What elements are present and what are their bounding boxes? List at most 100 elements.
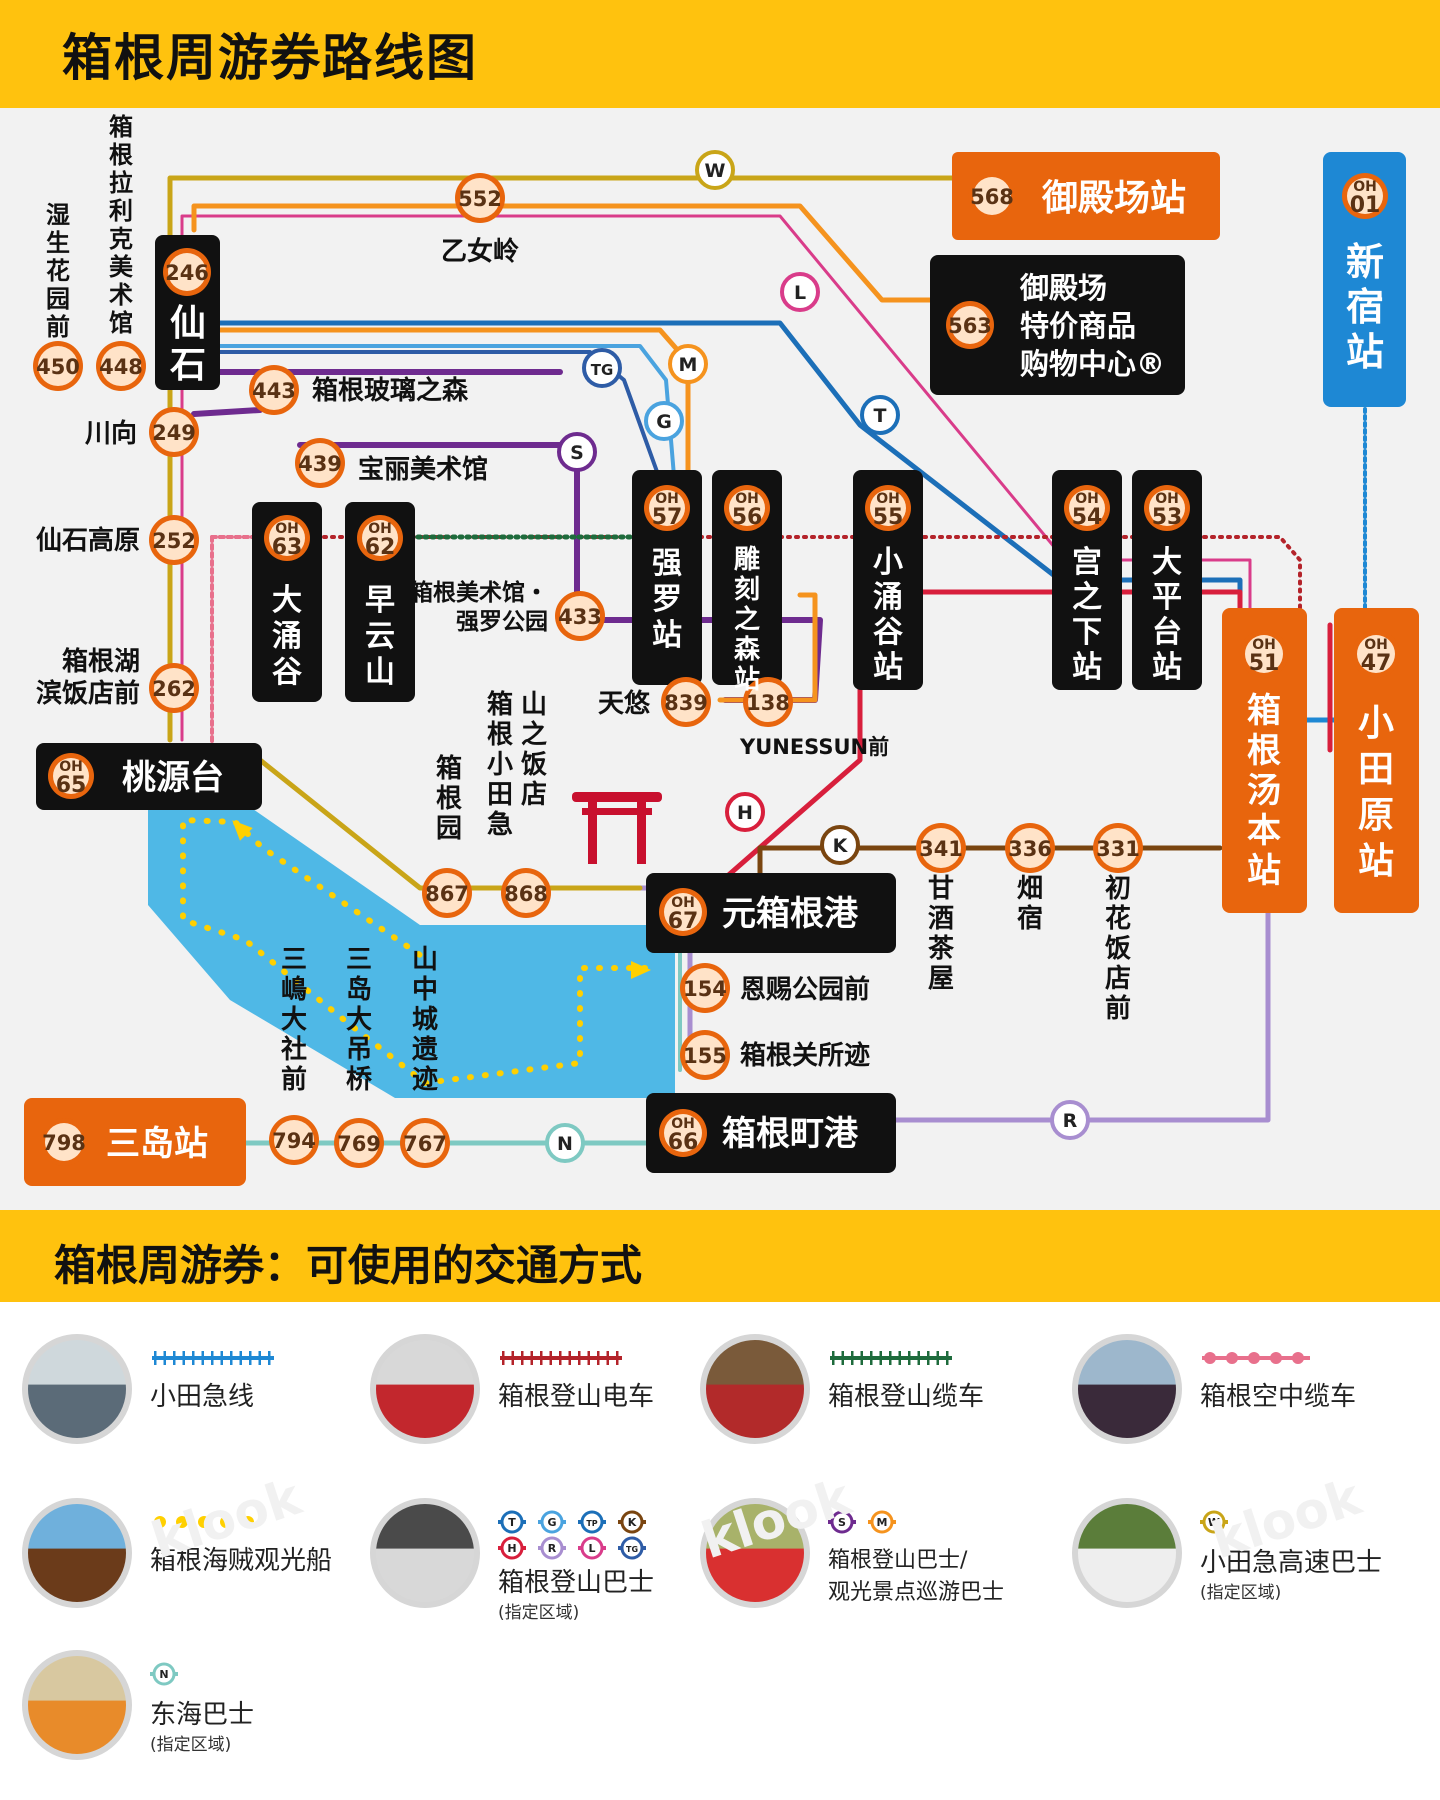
station-box-odawara[interactable]: [1334, 608, 1419, 913]
station-name-hakonemachi: 箱根町港: [722, 1114, 859, 1154]
svg-text:之: 之: [521, 719, 547, 750]
station-box-gotemba[interactable]: [952, 152, 1220, 240]
station-box-togendai[interactable]: [36, 743, 262, 810]
svg-text:大: 大: [346, 1005, 372, 1035]
stop-badge-249[interactable]: 249: [149, 407, 199, 457]
stop-badge-769[interactable]: 769: [334, 1118, 384, 1168]
station-box-motohakone[interactable]: [646, 873, 896, 953]
legend-note: (指定区域): [150, 1735, 232, 1755]
route-marker-r[interactable]: R: [1050, 1100, 1090, 1140]
route-marker-tg[interactable]: TG: [582, 348, 622, 388]
svg-text:急: 急: [487, 810, 513, 840]
stop-badge-839[interactable]: 839: [661, 677, 711, 727]
stop-badge-568[interactable]: 568: [968, 172, 1016, 220]
stop-code: 246: [165, 261, 209, 285]
stop-badge-563[interactable]: 563: [946, 301, 994, 349]
route-marker-l[interactable]: L: [780, 272, 820, 312]
route-marker-h[interactable]: H: [725, 792, 765, 832]
svg-text:K: K: [833, 835, 849, 857]
station-box-mishima[interactable]: [24, 1098, 246, 1186]
svg-text:K: K: [628, 1516, 637, 1529]
station-box-hakonemachi[interactable]: [646, 1093, 896, 1173]
svg-text:箱根美术馆・: 箱根美术馆・: [410, 579, 548, 606]
svg-text:台: 台: [1152, 615, 1182, 650]
svg-text:社: 社: [281, 1034, 307, 1065]
stop-badge-552[interactable]: 552: [455, 173, 505, 223]
stop-badge-336[interactable]: 336: [1005, 823, 1055, 873]
svg-text:强罗公园: 强罗公园: [456, 609, 548, 635]
stop-badge-798[interactable]: 798: [40, 1118, 88, 1166]
route-line-s-b: [191, 407, 263, 417]
svg-text:宝丽美术馆: 宝丽美术馆: [358, 454, 488, 485]
svg-text:恩赐公园前: 恩赐公园前: [740, 974, 870, 1005]
stop-badge-450[interactable]: 450: [33, 341, 83, 391]
stop-badge-154[interactable]: 154: [680, 963, 730, 1013]
station-box-yumoto[interactable]: [1222, 608, 1307, 913]
stop-badge-433[interactable]: 433: [555, 591, 605, 641]
station-box-miyanoshita[interactable]: [1052, 470, 1122, 690]
stop-name: YUNESSUN前: [739, 735, 889, 759]
svg-text:H: H: [507, 1542, 516, 1555]
station-box-ohiradai[interactable]: [1132, 470, 1202, 690]
station-box-gora[interactable]: [632, 470, 702, 685]
stop-badge-262[interactable]: 262: [149, 663, 199, 713]
stop-badge-448[interactable]: 448: [96, 341, 146, 391]
stop-badge-439[interactable]: 439: [295, 438, 345, 488]
route-marker-m[interactable]: M: [668, 344, 708, 384]
torii-icon: [572, 792, 662, 864]
station-name-gora: 强罗站: [652, 546, 682, 653]
station-box-shinjuku[interactable]: [1323, 152, 1406, 407]
stop-badge-341[interactable]: 341: [916, 823, 966, 873]
lake-ashi: [148, 800, 675, 1098]
stop-name: 箱根关所迹: [740, 1040, 870, 1071]
stop-badge-155[interactable]: 155: [680, 1030, 730, 1080]
stop-badge-138[interactable]: 138: [743, 677, 793, 727]
stop-badge-867[interactable]: 867: [422, 868, 472, 918]
route-marker-w[interactable]: W: [695, 150, 735, 190]
stop-badge-331[interactable]: 331: [1093, 823, 1143, 873]
svg-text:T: T: [508, 1516, 516, 1529]
stop-code: 868: [504, 882, 548, 906]
stop-badge-767[interactable]: 767: [400, 1118, 450, 1168]
route-marker-k[interactable]: K: [820, 825, 860, 865]
svg-text:站: 站: [1072, 650, 1102, 685]
svg-text:饭: 饭: [1105, 934, 1131, 964]
svg-text:嶋: 嶋: [281, 975, 307, 1005]
route-marker-s[interactable]: S: [557, 432, 597, 472]
stop-badge-868[interactable]: 868: [501, 868, 551, 918]
route-marker-t[interactable]: T: [860, 395, 900, 435]
stop-badge-252[interactable]: 252: [149, 515, 199, 565]
svg-text:强: 强: [652, 546, 682, 581]
stop-badge-246[interactable]: 246: [163, 248, 211, 296]
svg-text:小: 小: [487, 750, 513, 780]
stop-badge-443[interactable]: 443: [249, 365, 299, 415]
svg-text:园: 园: [46, 285, 70, 313]
svg-text:小: 小: [1358, 703, 1394, 744]
svg-text:宿: 宿: [1017, 903, 1043, 934]
svg-text:G: G: [656, 411, 672, 433]
stop-badge-794[interactable]: 794: [269, 1115, 319, 1165]
route-marker-n[interactable]: N: [545, 1123, 585, 1163]
page-title: 箱根周游券路线图: [62, 29, 478, 87]
svg-text:甘: 甘: [928, 874, 954, 904]
svg-text:R: R: [548, 1542, 557, 1555]
station-box-outlet[interactable]: [930, 255, 1185, 395]
station-box-kowakudani[interactable]: [853, 470, 923, 690]
svg-text:山: 山: [412, 945, 438, 975]
station-box-chokoku[interactable]: [712, 470, 782, 685]
legend-label: 箱根登山巴士: [498, 1568, 655, 1598]
route-marker-g[interactable]: G: [644, 401, 684, 441]
